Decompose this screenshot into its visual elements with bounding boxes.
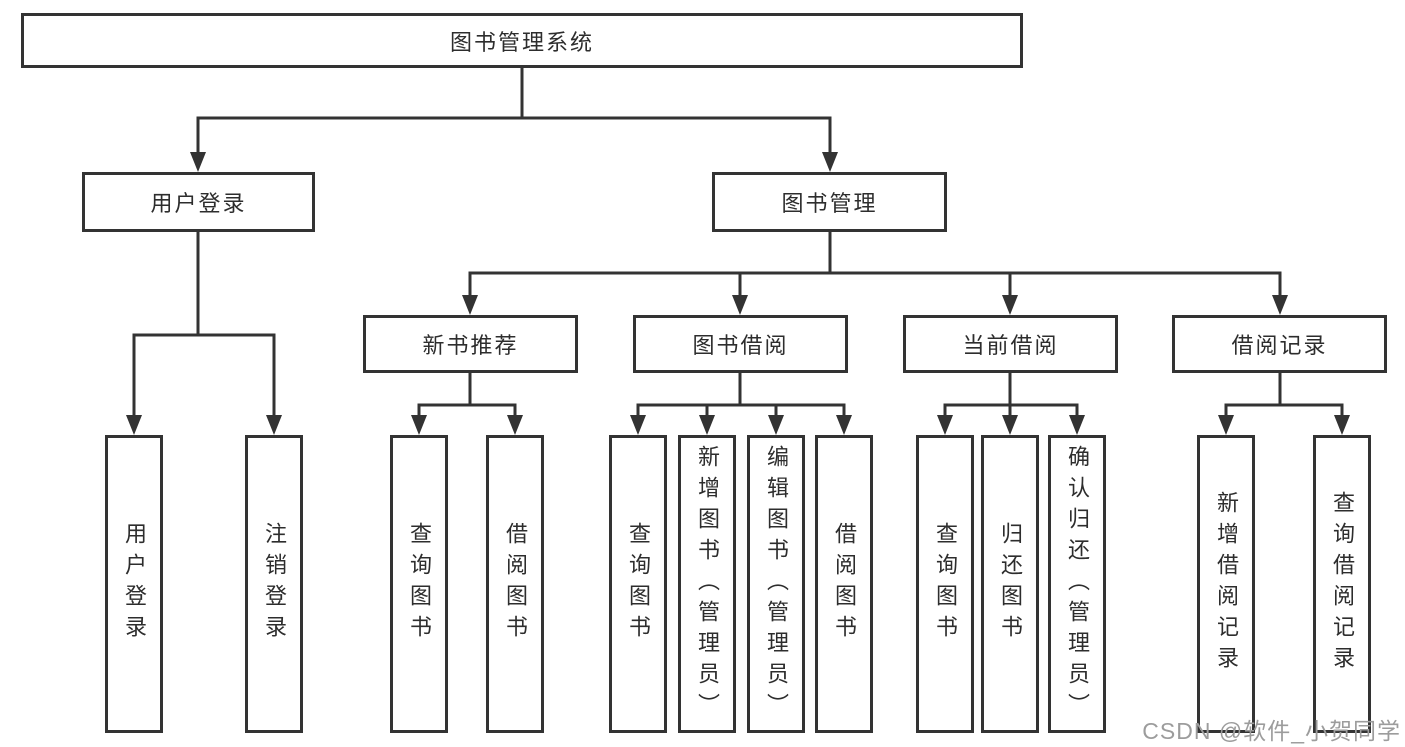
node-current-borrow-label: 当前借阅 bbox=[962, 333, 1059, 358]
leaf-add-book-admin-label: 新增图书（管理员） bbox=[695, 444, 720, 724]
node-book-borrow: 图书借阅 bbox=[633, 315, 848, 373]
leaf-current-query-book: 查询图书 bbox=[916, 435, 974, 733]
node-book-borrow-label: 图书借阅 bbox=[692, 333, 789, 358]
node-book-management: 图书管理 bbox=[712, 172, 947, 232]
leaf-borrow-query-book-label: 查询图书 bbox=[626, 522, 651, 646]
node-current-borrow: 当前借阅 bbox=[903, 315, 1118, 373]
leaf-user-login: 用户登录 bbox=[105, 435, 163, 733]
node-new-book-recommend: 新书推荐 bbox=[363, 315, 578, 373]
node-new-book-recommend-label: 新书推荐 bbox=[422, 333, 519, 358]
leaf-borrow-book-label: 借阅图书 bbox=[832, 522, 857, 646]
node-borrow-record-label: 借阅记录 bbox=[1231, 333, 1328, 358]
leaf-newbook-borrow-label: 借阅图书 bbox=[503, 522, 528, 646]
leaf-add-book-admin: 新增图书（管理员） bbox=[678, 435, 736, 733]
leaf-confirm-return-admin: 确认归还（管理员） bbox=[1048, 435, 1106, 733]
leaf-logout-label: 注销登录 bbox=[262, 522, 287, 646]
node-user-login: 用户登录 bbox=[82, 172, 315, 232]
node-user-login-label: 用户登录 bbox=[150, 191, 247, 216]
leaf-query-borrow-record-label: 查询借阅记录 bbox=[1330, 491, 1355, 677]
leaf-return-book: 归还图书 bbox=[981, 435, 1039, 733]
node-root-system: 图书管理系统 bbox=[21, 13, 1023, 68]
leaf-newbook-query: 查询图书 bbox=[390, 435, 448, 733]
leaf-current-query-book-label: 查询图书 bbox=[933, 522, 958, 646]
leaf-borrow-query-book: 查询图书 bbox=[609, 435, 667, 733]
csdn-watermark: CSDN @软件_小贺同学 bbox=[1142, 718, 1401, 744]
arrowheads bbox=[126, 152, 1350, 435]
leaf-logout: 注销登录 bbox=[245, 435, 303, 733]
leaf-query-borrow-record: 查询借阅记录 bbox=[1313, 435, 1371, 733]
leaf-edit-book-admin: 编辑图书（管理员） bbox=[747, 435, 805, 733]
leaf-add-borrow-record-label: 新增借阅记录 bbox=[1214, 491, 1239, 677]
node-borrow-record: 借阅记录 bbox=[1172, 315, 1387, 373]
leaf-newbook-query-label: 查询图书 bbox=[407, 522, 432, 646]
leaf-user-login-label: 用户登录 bbox=[122, 522, 147, 646]
leaf-borrow-book: 借阅图书 bbox=[815, 435, 873, 733]
leaf-edit-book-admin-label: 编辑图书（管理员） bbox=[764, 444, 789, 724]
leaf-newbook-borrow: 借阅图书 bbox=[486, 435, 544, 733]
node-book-management-label: 图书管理 bbox=[781, 191, 878, 216]
node-root-system-label: 图书管理系统 bbox=[449, 29, 594, 55]
leaf-confirm-return-admin-label: 确认归还（管理员） bbox=[1065, 444, 1090, 724]
leaf-return-book-label: 归还图书 bbox=[998, 522, 1023, 646]
leaf-add-borrow-record: 新增借阅记录 bbox=[1197, 435, 1255, 733]
